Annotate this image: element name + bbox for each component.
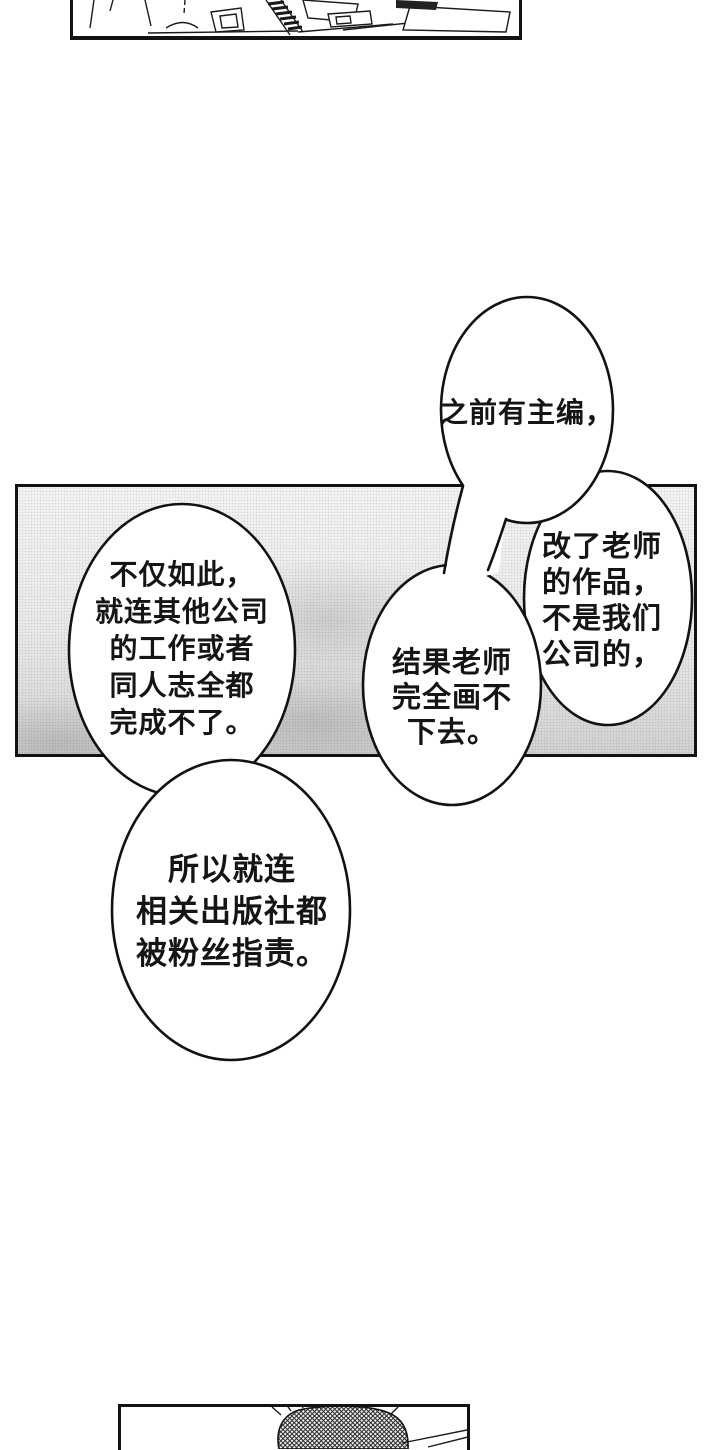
- ladder-lineart: [265, 0, 304, 36]
- speech-bubble-b2: [522, 469, 694, 727]
- bubble-line: 不是我们: [541, 603, 662, 635]
- speech-bubble-b5: [110, 758, 352, 1062]
- panel-top-office: [70, 0, 522, 40]
- speech-bubble-b1: [439, 295, 615, 525]
- bubble-line: 的作品，: [541, 567, 662, 599]
- bubble-line: 不仅如此，: [109, 559, 255, 590]
- bubble-line: 所以就连: [168, 852, 296, 887]
- hair-shape: [277, 1407, 409, 1450]
- bubble-line: 完成不了。: [109, 707, 255, 738]
- bubble-line: 完全画不: [391, 682, 512, 714]
- bubble-line: 被粉丝指责。: [136, 936, 328, 971]
- bubble-text-b3: 结果老师 完全画不 下去。: [352, 646, 552, 751]
- bubble-text-b1: 之前有主编，: [427, 398, 627, 428]
- bubble-line: 之前有主编，: [439, 397, 614, 428]
- bubble-line: 相关出版社都: [136, 894, 328, 929]
- bubble-line: 结果老师: [391, 647, 512, 679]
- bubble-text-b5: 所以就连 相关出版社都 被粉丝指责。: [99, 849, 365, 975]
- hair-strands: [271, 1407, 399, 1416]
- bubble-line: 改了老师: [541, 531, 662, 563]
- bubble-line: 公司的，: [541, 639, 662, 671]
- office-lineart: [89, 0, 511, 36]
- bubble-line: 的工作或者: [109, 633, 255, 664]
- bubble-tail-b1-to-b3: [442, 484, 508, 585]
- bubble-text-b4: 不仅如此， 就连其他公司 的工作或者 同人志全都 完成不了。: [57, 556, 307, 741]
- bubble-line: 同人志全都: [109, 670, 255, 701]
- bubble-line: 就连其他公司: [94, 596, 269, 627]
- bubble-text-b2: 改了老师 的作品， 不是我们 公司的，: [502, 529, 702, 673]
- bubble-line: 下去。: [406, 717, 497, 749]
